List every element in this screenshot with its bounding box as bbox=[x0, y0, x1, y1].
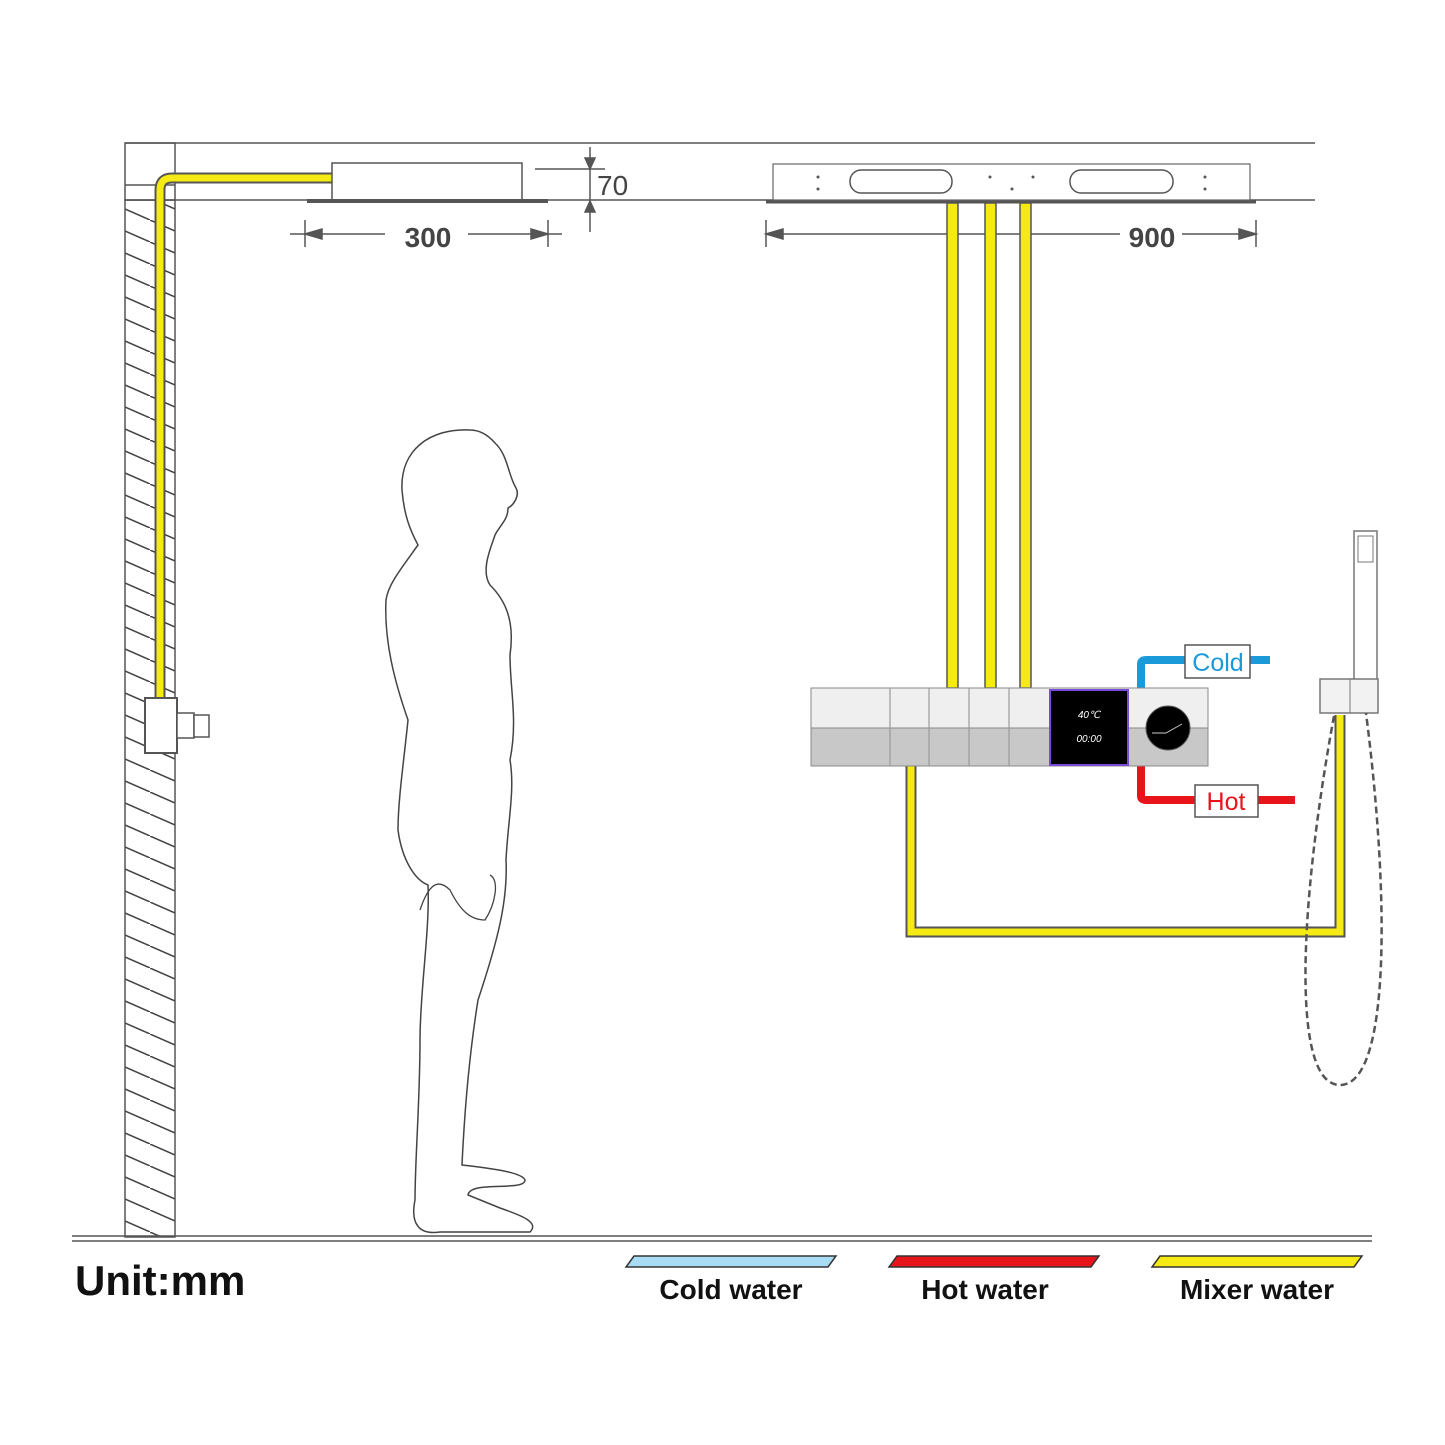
hose-icon bbox=[1304, 712, 1383, 1087]
display-time: 00:00 bbox=[1076, 734, 1101, 745]
ceiling-shower-panel-large bbox=[766, 163, 1256, 204]
dimension-height bbox=[535, 147, 605, 232]
legend-hot-water: Hot water bbox=[887, 1255, 1101, 1305]
legend-swatch-cold bbox=[624, 1255, 838, 1268]
hot-label-box bbox=[1194, 784, 1259, 818]
floor bbox=[72, 1235, 1372, 1242]
wall-valve bbox=[144, 697, 210, 754]
mixer-pipes-ceiling bbox=[946, 202, 1032, 689]
mixer-pipe-left bbox=[154, 172, 332, 700]
temperature-knob[interactable] bbox=[1145, 705, 1191, 751]
dimension-900 bbox=[763, 220, 1259, 247]
cold-label-box bbox=[1184, 644, 1251, 679]
human-figure-icon bbox=[384, 429, 534, 1234]
button-ceiling-1[interactable] bbox=[929, 688, 969, 766]
button-rain-shower[interactable] bbox=[890, 688, 929, 766]
cold-pipe bbox=[1137, 656, 1270, 688]
legend-mixer-water: Mixer water bbox=[1150, 1255, 1364, 1305]
display-temperature: 40℃ bbox=[1078, 710, 1102, 721]
display-screen bbox=[1049, 689, 1129, 766]
dimension-height-label: 70 bbox=[597, 170, 628, 201]
dimension-300 bbox=[290, 220, 562, 247]
button-hand-shower[interactable] bbox=[1009, 688, 1049, 766]
legend-label-hot: Hot water bbox=[921, 1274, 1049, 1305]
dimension-width-large-label: 900 bbox=[1129, 222, 1176, 253]
legend-label-mixer: Mixer water bbox=[1180, 1274, 1334, 1305]
legend-cold-water: Cold water bbox=[624, 1255, 838, 1305]
legend-label-cold: Cold water bbox=[659, 1274, 802, 1305]
thermostatic-control-panel: 40℃ 00:00 bbox=[810, 687, 1209, 767]
wall bbox=[124, 142, 176, 1238]
hot-inlet-label: Hot bbox=[1207, 788, 1246, 816]
legend-swatch-mixer bbox=[1150, 1255, 1364, 1268]
ceiling-shower-head-small bbox=[307, 162, 548, 203]
cold-inlet-label: Cold bbox=[1192, 649, 1243, 677]
button-ceiling-2[interactable] bbox=[969, 688, 1009, 766]
unit-label: Unit:mm bbox=[75, 1257, 245, 1304]
hand-shower bbox=[1304, 530, 1383, 1087]
dimension-width-small-label: 300 bbox=[405, 222, 452, 253]
legend-swatch-hot bbox=[887, 1255, 1101, 1268]
hot-pipe bbox=[1137, 766, 1295, 804]
